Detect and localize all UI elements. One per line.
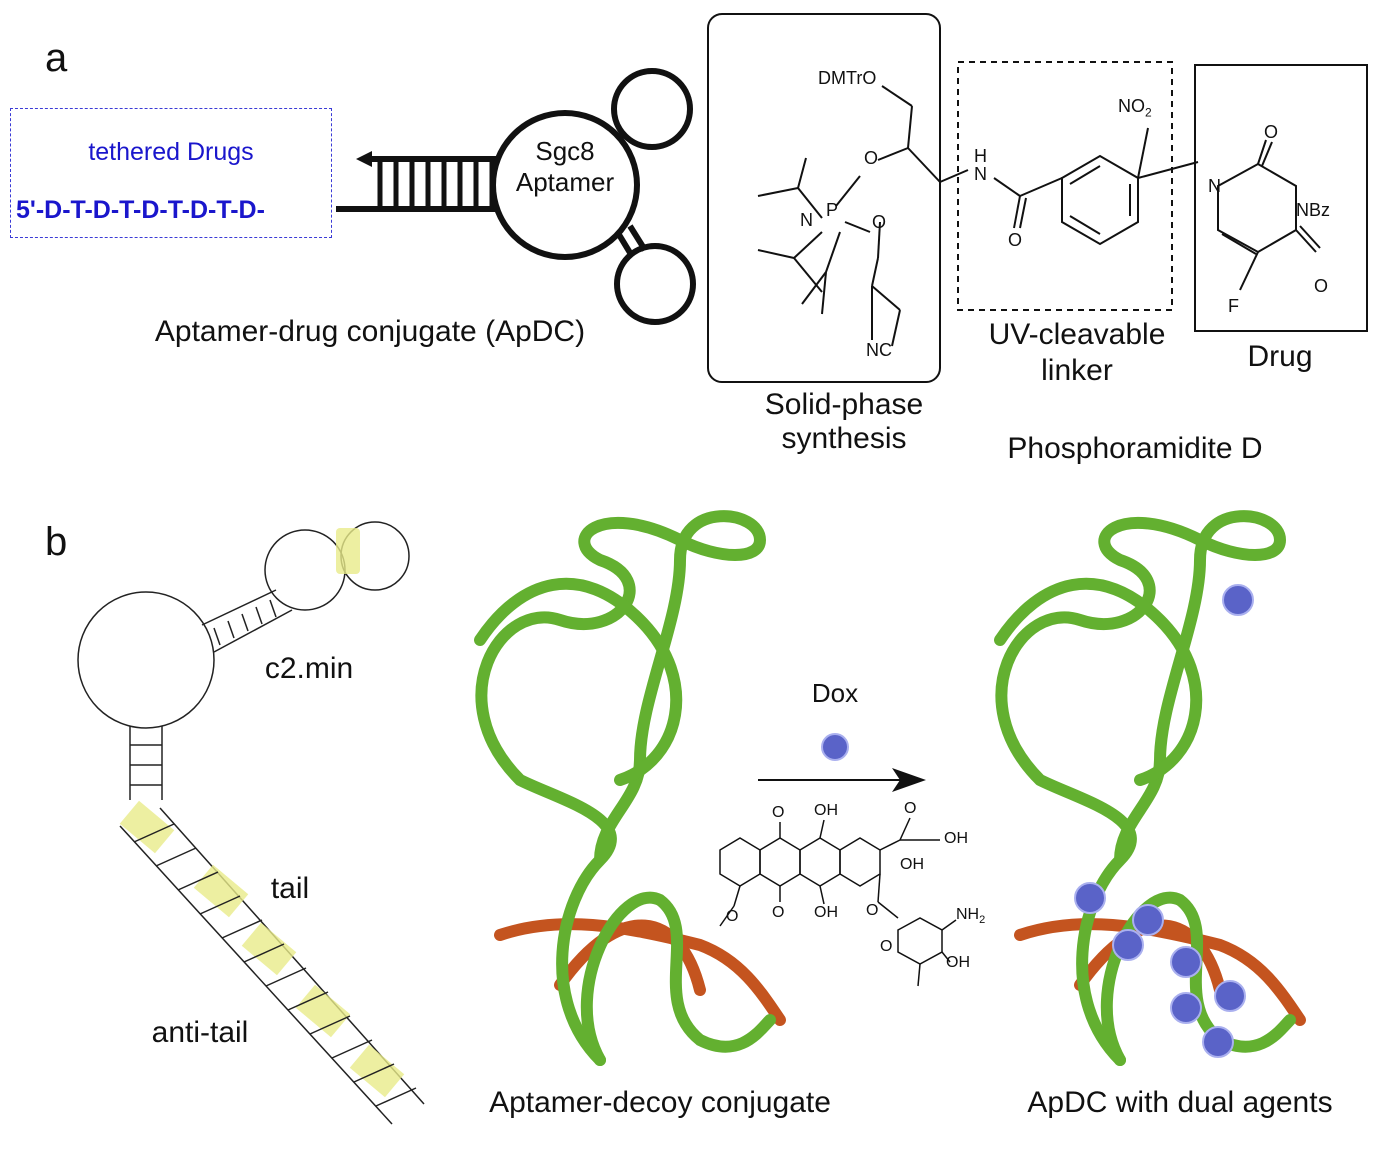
drug-box (1194, 64, 1368, 332)
chem-p: P (826, 200, 839, 220)
nh2-sub: 2 (979, 914, 986, 927)
dox-methoxy-o: O (726, 908, 739, 925)
chem-h: H (974, 146, 987, 166)
chem-o-ring1: O (1264, 122, 1279, 142)
chem-no2: NO2 (1118, 96, 1152, 120)
uv-linker-label-line1: UV-cleavable (988, 318, 1166, 351)
dox-o-3: O (772, 904, 785, 921)
no2-sub: 2 (1145, 105, 1152, 120)
aptamer-loop (490, 68, 696, 325)
chem-f: F (1228, 296, 1239, 316)
antitail-label: anti-tail (151, 1016, 249, 1049)
uv-linker-label-line2: linker (1041, 354, 1113, 387)
no2-text: NO (1118, 96, 1145, 116)
chem-n-amide: N (974, 164, 987, 184)
aptamer-label-line1: Sgc8 (535, 136, 595, 166)
ladder-rungs (133, 823, 417, 1107)
phosphoramidite-structure (757, 85, 1321, 347)
dox-nh2: NH2 (956, 906, 985, 926)
solid-phase-box (707, 13, 941, 383)
tail-highlights (119, 528, 405, 1098)
aptamer-label-line2: Aptamer (515, 167, 615, 197)
chem-dmtro: DMTrO (818, 68, 877, 88)
dual-helix (994, 510, 1306, 1066)
phosphoramidite-label: Phosphoramidite D (1007, 432, 1263, 465)
c2min-label: c2.min (264, 652, 354, 685)
panel-b-letter: b (45, 520, 68, 564)
dox-o-2: O (904, 800, 917, 817)
chem-o-top: O (864, 148, 879, 168)
tethered-drugs-box (10, 108, 332, 238)
solid-phase-label-line2: synthesis (781, 422, 907, 455)
drug-sequence: 5'-D-T-D-T-D-T-D-T-D- (16, 196, 265, 224)
dox-oh-2: OH (944, 830, 968, 847)
dox-spheres-bound (1074, 584, 1254, 1058)
apdc-caption: Aptamer-drug conjugate (ApDC) (154, 315, 586, 348)
chem-nbz: NBz (1296, 200, 1331, 220)
aptamer-duplex (336, 151, 500, 212)
dual-agents-caption: ApDC with dual agents (1027, 1086, 1333, 1119)
chem-n-ring: N (1208, 176, 1221, 196)
tail-label: tail (270, 872, 310, 905)
chem-nc: NC (866, 340, 892, 360)
dox-o-5: O (880, 938, 893, 955)
dox-oh-4: OH (814, 904, 838, 921)
panel-a-letter: a (45, 36, 68, 80)
solid-phase-label-line1: Solid-phase (764, 388, 924, 421)
dox-sphere-icon (821, 733, 849, 761)
doxorubicin-structure (719, 817, 957, 987)
chem-n-p: N (800, 210, 813, 230)
reaction-arrow (758, 768, 926, 792)
nh2-text: NH (956, 906, 980, 923)
chem-o-ring2: O (1314, 276, 1329, 296)
dox-oh-3: OH (900, 856, 924, 873)
drug-label: Drug (1247, 340, 1313, 373)
tethered-drugs-label: tethered Drugs (88, 138, 254, 166)
dox-oh-1: OH (814, 802, 838, 819)
dox-o-4: O (866, 902, 879, 919)
dox-oh-5: OH (946, 954, 970, 971)
chem-o-amide: O (1008, 230, 1023, 250)
chem-o-p: O (872, 212, 887, 232)
decoy-caption: Aptamer-decoy conjugate (489, 1086, 831, 1119)
decoy-helix (474, 510, 786, 1066)
dox-o-1: O (772, 804, 785, 821)
dox-label: Dox (811, 678, 859, 708)
